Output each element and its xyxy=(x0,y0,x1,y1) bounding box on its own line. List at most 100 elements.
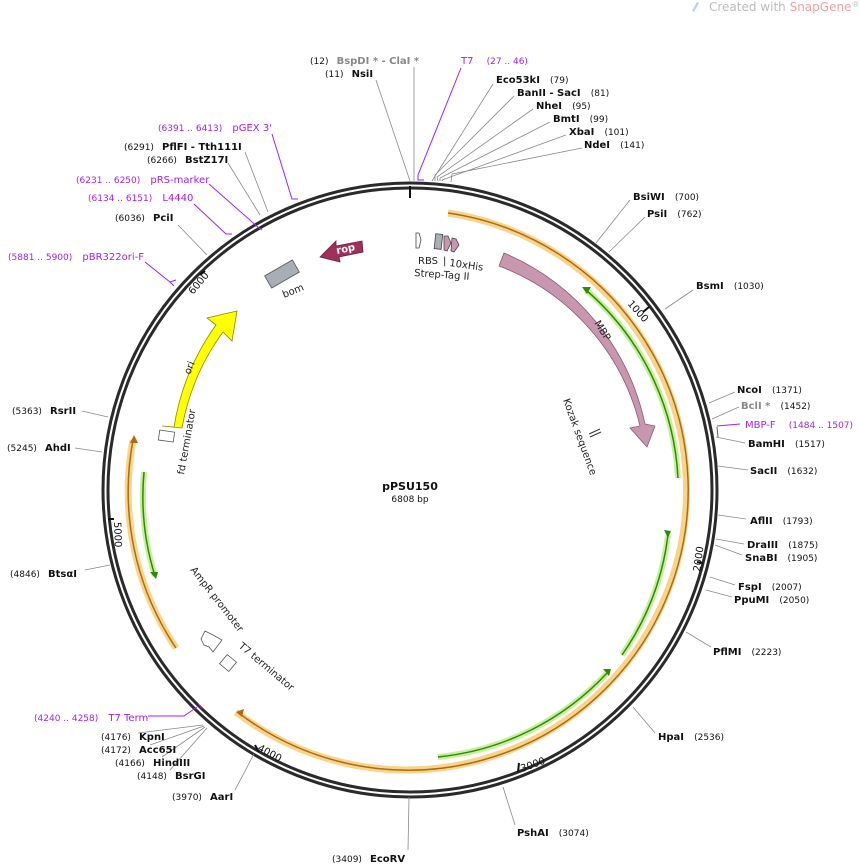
leader-kpni xyxy=(137,724,204,734)
leader-ecorv xyxy=(407,796,410,851)
ori-feature[interactable] xyxy=(161,310,238,429)
site-kpni[interactable]: (4176) KpnI xyxy=(101,725,165,744)
green-arc-1-head xyxy=(582,287,591,294)
site-hindiii[interactable]: (4166) HindIII xyxy=(115,751,190,770)
primer-leader-lines xyxy=(144,67,741,717)
site-draiii[interactable]: DraIII (1875) xyxy=(747,533,818,552)
primer-l4440[interactable]: (6134 .. 6151) L4440 xyxy=(88,186,193,205)
site-aflii[interactable]: AflII (1793) xyxy=(750,509,813,528)
site-pflfi-tth111i[interactable]: (6291) PflFI - Tth111I xyxy=(124,135,242,154)
primer-t7-term[interactable]: (4240 .. 4258) T7 Term xyxy=(34,706,148,725)
his-separator: | xyxy=(443,256,446,267)
site-btsai[interactable]: (4846) BtsαI xyxy=(10,562,77,581)
orf-arc xyxy=(239,212,689,771)
tick-6000-mark xyxy=(199,270,206,276)
snapgene-logo-icon xyxy=(692,2,699,12)
site-pshai[interactable]: PshAI (3074) xyxy=(517,821,589,840)
t7-terminator-feature[interactable] xyxy=(218,653,238,673)
site-psii[interactable]: PsiI (762) xyxy=(647,202,702,221)
leader-nhei xyxy=(436,108,534,182)
leader-ndei xyxy=(450,147,583,183)
backbone-outer-strand xyxy=(101,181,719,799)
leader-bsrgi xyxy=(169,727,208,771)
rbs-feature[interactable] xyxy=(415,232,422,249)
site-fspi[interactable]: FspI (2007) xyxy=(738,575,802,594)
site-eco53ki[interactable]: Eco53kI (79) xyxy=(496,68,569,87)
site-bmti[interactable]: BmtI (99) xyxy=(553,107,608,126)
created-with-text: Created with SnapGene® xyxy=(709,0,859,14)
fd-terminator-feature[interactable] xyxy=(157,429,176,443)
leader-xbai xyxy=(441,134,567,182)
site-bstz17i[interactable]: (6266) BstZ17I xyxy=(147,148,228,167)
tick-4000-mark xyxy=(254,744,260,753)
site-acc65i[interactable]: (4172) Acc65I xyxy=(101,738,176,757)
ori-label: ori xyxy=(183,360,198,376)
pbr322ori-f-bar xyxy=(169,279,177,283)
tick-2000-mark xyxy=(696,561,704,564)
site-bamhi[interactable]: BamHI (1517) xyxy=(748,432,825,451)
leader-bcli xyxy=(711,406,740,420)
green-arc-2 xyxy=(621,534,669,656)
site-ahdi[interactable]: (5245) AhdI xyxy=(7,436,71,455)
leader-aari xyxy=(234,753,255,791)
site-ndei[interactable]: NdeI (141) xyxy=(584,133,644,152)
leader-hpai xyxy=(632,706,656,734)
leader-pflmi xyxy=(685,631,712,648)
primer-t7[interactable]: T7 (27 .. 46) xyxy=(460,49,528,68)
site-snabi[interactable]: SnaBI (1905) xyxy=(745,546,817,565)
site-ecorv[interactable]: (3409) EcoRV xyxy=(332,847,405,866)
leader-eco53ki xyxy=(431,83,494,182)
plasmid-name: pPSU150 xyxy=(382,480,438,493)
site-pcii[interactable]: (6036) PciI xyxy=(115,206,173,225)
primer-mbp-f[interactable]: MBP-F (1484 .. 1507) xyxy=(745,413,853,432)
his-label: 10xHis xyxy=(449,258,484,274)
site-bcli[interactable]: BclI * (1452) xyxy=(741,394,810,413)
green-arc-1 xyxy=(585,289,679,479)
bom-feature[interactable] xyxy=(264,259,300,289)
site-ppumi[interactable]: PpuMI (2050) xyxy=(734,588,809,607)
site-labels: (12) BspDI * - ClaI * (11) NsiI Eco53kI … xyxy=(7,49,825,866)
leader-bsiwi xyxy=(595,199,631,244)
site-bsiwi[interactable]: BsiWI (700) xyxy=(633,185,699,204)
site-bspdi[interactable]: (12) BspDI * - ClaI * xyxy=(310,49,420,68)
tick-1000-mark xyxy=(642,306,650,313)
site-aari[interactable]: (3970) AarI xyxy=(172,785,233,804)
leader-mbp-f xyxy=(716,423,741,427)
primer-prs-marker[interactable]: (6231 .. 6250) pRS-marker xyxy=(76,168,210,187)
strep-tag-feature-2[interactable] xyxy=(450,237,460,253)
leader-rsrii xyxy=(81,410,109,418)
strep-tag-feature[interactable] xyxy=(443,235,452,252)
leader-sacii xyxy=(717,465,749,471)
leader-l4440 xyxy=(193,203,232,235)
site-ncoi[interactable]: NcoI (1371) xyxy=(737,378,802,397)
t7-terminator-label: T7 terminator xyxy=(235,640,296,694)
leader-bmti xyxy=(439,121,551,181)
t7term-bar xyxy=(196,701,203,710)
rop-feature[interactable] xyxy=(319,240,364,263)
mbp-feature[interactable] xyxy=(498,252,656,448)
orf-arc-glow xyxy=(233,209,691,774)
primer-pbr322ori-f[interactable]: (5881 .. 5900) pBR322ori-F xyxy=(8,245,144,264)
mbp-f-bar xyxy=(716,426,719,438)
site-banii-saci[interactable]: BanII - SacI (81) xyxy=(517,81,609,100)
left-green-arc-head xyxy=(150,572,158,579)
site-leader-lines xyxy=(74,67,749,851)
site-bsmi[interactable]: BsmI (1030) xyxy=(696,274,764,293)
site-hpai[interactable]: HpaI (2536) xyxy=(658,725,724,744)
leader-bamhi xyxy=(715,436,746,444)
plasmid-size: 6808 bp xyxy=(391,495,428,505)
kozak-label: Kozak sequence xyxy=(560,397,598,477)
orf-arc-head xyxy=(236,709,244,717)
site-xbai[interactable]: XbaI (101) xyxy=(569,120,629,139)
ampr-promoter-feature[interactable] xyxy=(200,630,223,653)
site-nsii[interactable]: (11) NsiI xyxy=(325,62,373,81)
site-pflmi[interactable]: PflMI (2223) xyxy=(713,640,781,659)
site-rsrii[interactable]: (5363) RsrII xyxy=(12,399,76,418)
primer-pgex-3[interactable]: (6391 .. 6413) pGEX 3' xyxy=(158,116,272,135)
site-nhei[interactable]: NheI (95) xyxy=(536,94,591,113)
site-bsrgi[interactable]: (4148) BsrGI xyxy=(137,764,205,783)
leader-pshai xyxy=(502,786,516,826)
site-sacii[interactable]: SacII (1632) xyxy=(750,459,817,478)
leader-t7 xyxy=(417,67,462,181)
10xhis-feature[interactable] xyxy=(433,233,444,250)
